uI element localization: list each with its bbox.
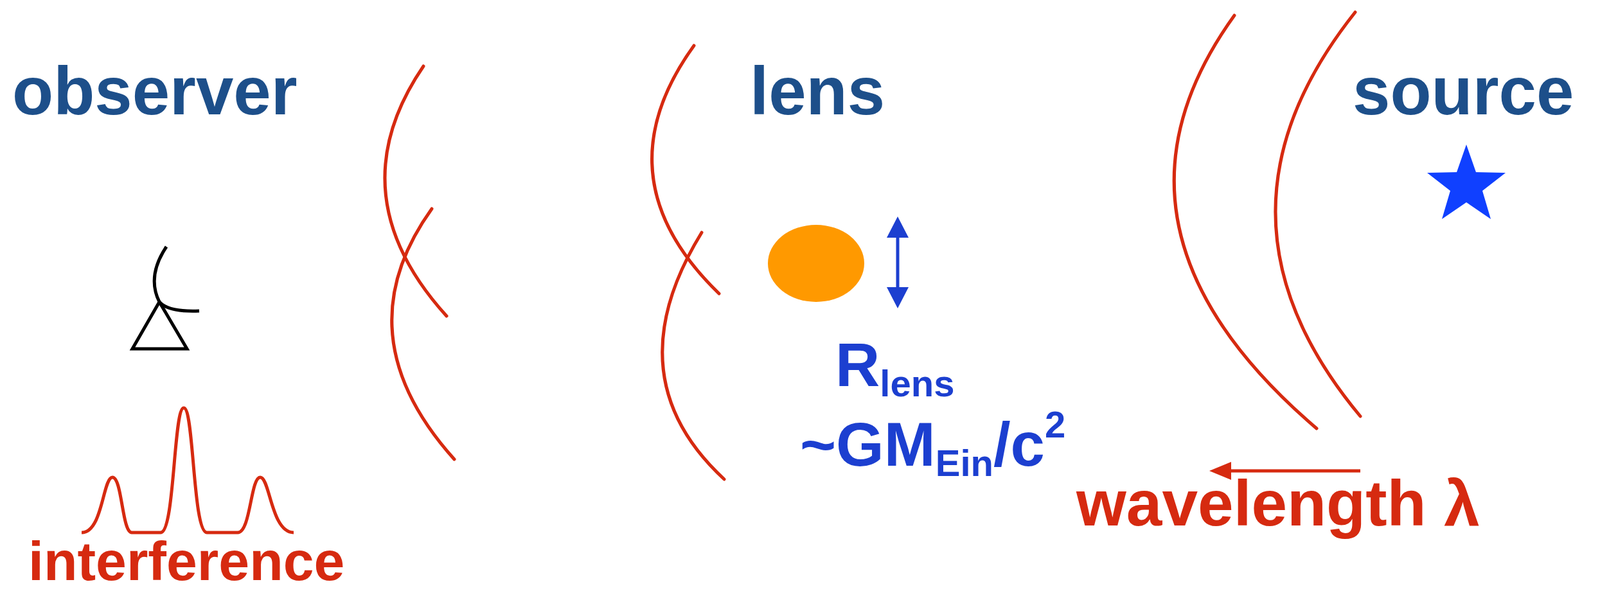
- label-text: lens: [749, 53, 885, 129]
- label-text: source: [1352, 53, 1574, 129]
- wavefront: [1275, 12, 1361, 417]
- lens-size-formula: ~GMEin/c2: [800, 406, 1066, 482]
- arrow-head: [886, 216, 909, 238]
- observer-heading: observer: [12, 57, 298, 125]
- source-star: [1427, 144, 1506, 220]
- source-heading: source: [1352, 57, 1574, 125]
- interference-label: interference: [28, 533, 345, 589]
- wavefront: [384, 66, 447, 317]
- superscript: 2: [1044, 403, 1066, 446]
- lens-heading: lens: [749, 57, 885, 125]
- label-text: wavelength λ: [1076, 467, 1480, 540]
- arrow-head: [886, 287, 909, 309]
- wavefront: [391, 208, 455, 460]
- wavefront: [1173, 15, 1317, 429]
- interference-pattern: [81, 408, 294, 533]
- wavefront: [652, 45, 720, 294]
- label-text: interference: [28, 530, 345, 591]
- subscript: Ein: [935, 442, 994, 484]
- lens-mass: [767, 224, 865, 303]
- wavefront: [662, 232, 725, 480]
- label-text: observer: [12, 53, 298, 129]
- size-arrow: [886, 216, 909, 309]
- label-text: R: [835, 330, 880, 400]
- wavelength-label: wavelength λ: [1076, 471, 1480, 536]
- eye-symbol: [132, 246, 200, 349]
- eye-lid: [154, 246, 167, 303]
- size-arrow-shaft: [896, 232, 900, 293]
- label-text: /c: [993, 409, 1045, 479]
- lens-size-formula: Rlens: [835, 334, 955, 403]
- subscript: lens: [879, 362, 955, 405]
- label-text: ~GM: [800, 409, 936, 479]
- eye-lid: [159, 302, 200, 312]
